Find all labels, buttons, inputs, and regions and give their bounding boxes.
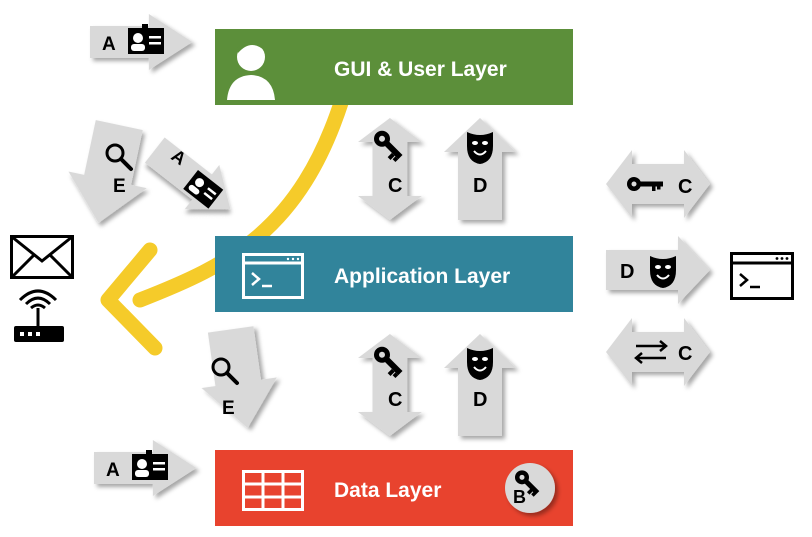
- marker-d-upper: D: [473, 175, 487, 197]
- application-layer-box: [215, 236, 573, 312]
- data-layer-label: Data Layer: [334, 479, 441, 502]
- key-icon-lower: [374, 346, 403, 379]
- router-icon: [14, 289, 64, 342]
- marker-e-top: E: [113, 176, 126, 197]
- arrow-c-bidirectional-lower: [358, 334, 422, 436]
- application-layer-label: Application Layer: [334, 265, 510, 288]
- arrow-c-bidirectional-upper: [358, 118, 422, 220]
- arrow-c-horizontal-swap: [606, 318, 710, 386]
- mask-icon-upper: [467, 132, 493, 164]
- marker-e-lower: E: [222, 398, 235, 419]
- gui-layer-label: GUI & User Layer: [334, 58, 507, 81]
- marker-c-upper: C: [388, 175, 402, 197]
- arrow-d-up-lower: [444, 334, 516, 436]
- mask-icon-right: [650, 256, 676, 288]
- user-icon: [227, 41, 275, 100]
- terminal-icon: [242, 253, 304, 299]
- magnifier-icon-lower: [211, 357, 239, 385]
- marker-a-bottom: A: [106, 460, 120, 481]
- magnifier-icon: [105, 143, 133, 171]
- envelope-icon: [10, 235, 74, 279]
- marker-c-lower: C: [388, 389, 402, 411]
- arrow-e-top: [68, 120, 147, 223]
- mask-icon-lower: [467, 348, 493, 380]
- marker-d-right: D: [620, 261, 634, 283]
- marker-c-right-swap: C: [678, 343, 692, 365]
- terminal-window-icon: [730, 252, 794, 300]
- key-icon-upper: [374, 130, 403, 163]
- marker-d-lower: D: [473, 389, 487, 411]
- arrow-e-lower: [201, 326, 277, 429]
- arrow-d-up-upper: [444, 118, 516, 220]
- id-card-icon-bottom: [132, 450, 168, 480]
- flow-curve: [100, 92, 350, 356]
- key-icon-right: [627, 177, 663, 191]
- table-icon: [242, 470, 304, 511]
- marker-c-right-key: C: [678, 176, 692, 198]
- gui-layer-box: [215, 29, 573, 105]
- id-card-icon-angled: [183, 170, 224, 209]
- marker-a-top: A: [102, 34, 116, 55]
- id-card-icon: [128, 24, 164, 54]
- marker-b: B: [513, 487, 526, 507]
- swap-icon: [634, 340, 668, 364]
